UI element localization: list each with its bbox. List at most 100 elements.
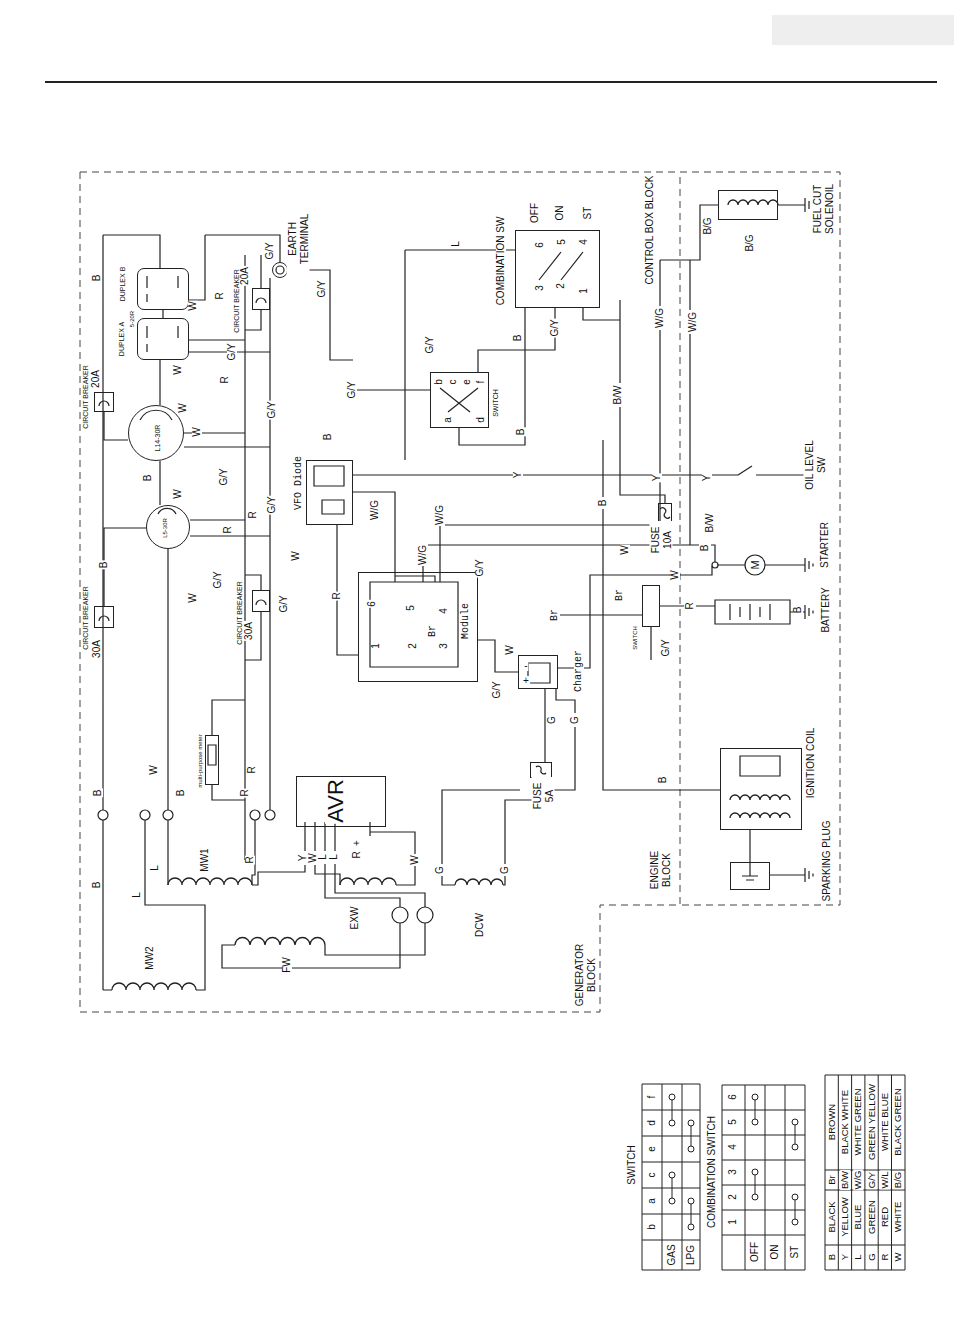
terminal-label: -: [523, 661, 528, 671]
component-box: AVR: [296, 776, 386, 827]
wire-label: 5: [728, 1118, 738, 1126]
component-box: DUPLEX A5-20R: [137, 318, 189, 360]
terminal-label: 6: [367, 600, 377, 608]
terminal-label: 2: [408, 642, 418, 650]
wire-label: OFF: [530, 202, 540, 224]
terminal-label: L5-30R: [162, 517, 168, 539]
contact: [752, 1094, 758, 1100]
wire-label: L: [853, 1253, 863, 1260]
component-box: FUSE 10A: [658, 503, 672, 523]
wire-label: G/Y: [267, 495, 277, 514]
wire-label: WHITE BLUE: [880, 1092, 890, 1152]
contact-dots: [669, 1094, 798, 1230]
wire-label: W: [505, 644, 515, 655]
component-box: CIRCUIT BREAKER30A: [94, 606, 114, 628]
wire-label: G/Y: [267, 400, 277, 419]
component-box: FUSE 5A: [530, 762, 552, 778]
wire-label: W: [173, 364, 183, 375]
wire-label: Y: [513, 471, 523, 480]
wire-label: W: [410, 854, 420, 865]
terminal-label: 3: [439, 642, 449, 650]
wire-label: W/G: [370, 499, 380, 521]
wire-label: B/G: [893, 1171, 903, 1189]
component-label: SWITCH: [632, 625, 638, 651]
wire-label: G: [867, 1252, 877, 1261]
wire-label: R: [215, 291, 225, 300]
contact: [688, 1120, 694, 1126]
wire-connector: [478, 640, 518, 672]
wire-label: 2: [728, 1193, 738, 1201]
block-boundary: [80, 172, 840, 1012]
wire-label: STARTER: [820, 521, 830, 569]
wire-label: a: [647, 1197, 657, 1205]
terminal-label: 1: [579, 287, 589, 295]
combination-table: [722, 1085, 805, 1270]
wire-label: GENERATOR BLOCK: [574, 939, 597, 1011]
wire-label: B: [598, 499, 608, 508]
wire-label: +: [352, 839, 362, 847]
wire-label: G/Y: [475, 558, 485, 577]
contact: [669, 1120, 675, 1126]
wire-label: W: [173, 488, 183, 499]
wire-label: G/Y: [213, 570, 223, 589]
terminal-label: b: [434, 378, 444, 386]
component-box: bcefadSWITCH: [430, 372, 489, 428]
wire-label: 3: [728, 1168, 738, 1176]
contact: [688, 1198, 694, 1204]
wire-label: R: [220, 375, 230, 384]
wire-connector: [749, 830, 750, 862]
wire-label: b: [647, 1223, 657, 1231]
wire-connector: [337, 525, 358, 655]
component-label: DUPLEX B: [119, 266, 126, 303]
wire-label: B: [827, 1253, 837, 1261]
wire-label: G: [547, 715, 557, 725]
wire-label: W/G: [418, 544, 428, 566]
component-label: EARTH TERMINAL: [287, 203, 310, 275]
terminal-label: e: [462, 378, 472, 386]
wire-label: DCW: [475, 912, 485, 938]
starter-motor: [745, 555, 765, 575]
terminal-label: c: [448, 379, 458, 386]
wire-label: OIL LEVEL SW: [804, 437, 827, 494]
wire-label: L: [318, 853, 328, 861]
wire-label: ST: [583, 206, 593, 221]
component-box: FUEL CUT SOLENOIL: [718, 190, 778, 220]
wire-label: ST: [790, 1245, 800, 1260]
wire-label: W/G: [688, 311, 698, 333]
wire-label: MW1: [200, 847, 210, 872]
wire-label: Br: [615, 588, 625, 602]
wire-label: ON: [555, 205, 565, 222]
slip-ring: [392, 907, 408, 923]
wire-label: Y: [840, 1253, 850, 1261]
terminal-label: 1: [371, 642, 381, 650]
round-component: EARTH TERMINAL: [272, 262, 288, 278]
wire-label: BATTERY: [821, 586, 831, 633]
component-label: CIRCUIT BREAKER: [233, 268, 240, 334]
wire-label: G/Y: [661, 638, 671, 657]
wire-label: GREEN YELLOW: [867, 1083, 877, 1161]
terminal: [712, 562, 718, 568]
wire-label: BLUE: [853, 1204, 863, 1231]
wire-label: G/Y: [265, 241, 275, 260]
terminal: [163, 810, 173, 820]
terminal-label: 4: [439, 607, 449, 615]
component-box: CIRCUIT BREAKER20A: [252, 288, 270, 310]
component-box: CIRCUIT BREAKER30A: [252, 590, 270, 612]
earth-ring: [276, 266, 284, 274]
contact: [792, 1144, 798, 1150]
terminal-label: 4: [579, 238, 589, 246]
wire-label: BLACK GREEN: [893, 1087, 903, 1157]
header-rule: [45, 81, 937, 83]
wire-label: L: [329, 853, 339, 861]
component-label: CIRCUIT BREAKER: [236, 580, 243, 646]
wire-label: W: [188, 592, 198, 603]
wire-label: G: [570, 715, 580, 725]
component-label: CIRCUIT BREAKER: [82, 585, 89, 651]
wire-label: G/Y: [317, 279, 327, 298]
wire-label: BLACK: [827, 1200, 837, 1233]
wire-label: W: [149, 764, 159, 775]
wire-label: L: [132, 891, 142, 899]
wire-connector: [104, 528, 146, 606]
terminal-label: 5: [557, 238, 567, 246]
